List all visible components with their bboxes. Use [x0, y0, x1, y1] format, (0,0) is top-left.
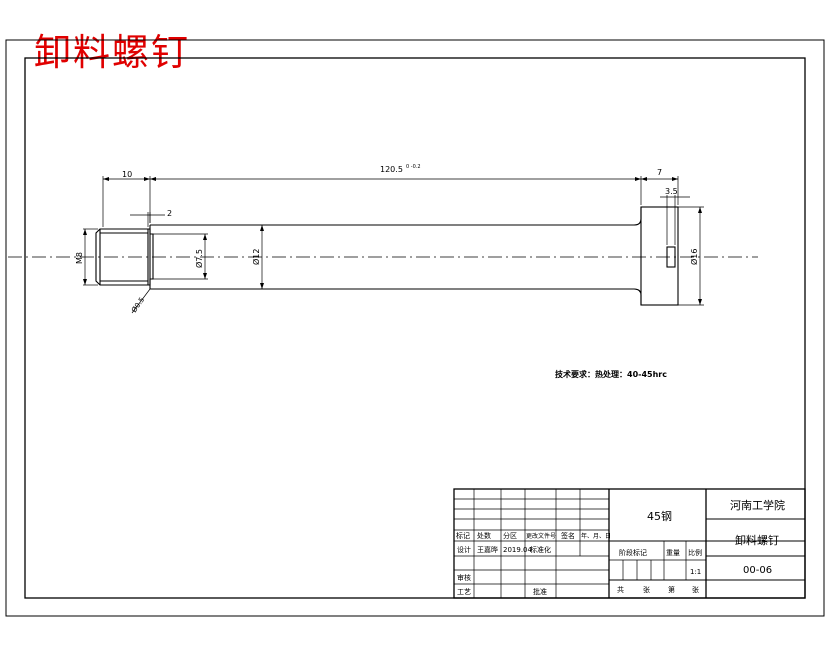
- scale-value: 1:1: [690, 568, 701, 576]
- weight-label: 重量: [666, 549, 680, 557]
- material: 45钢: [647, 510, 672, 523]
- sheets-unit: 张: [643, 585, 650, 594]
- part-name: 卸料螺钉: [735, 533, 779, 547]
- dim-neck-dia: Ø7.5: [194, 249, 204, 268]
- dim-total-tol: 0 -0.2: [406, 164, 421, 170]
- sheet-no: 第: [668, 585, 675, 594]
- dim-head-offset: 10: [122, 170, 132, 179]
- design-date: 2019.04: [503, 546, 532, 554]
- design-label: 设计: [457, 545, 471, 554]
- stage-label: 阶段标记: [619, 548, 647, 557]
- std-label: 标准化: [530, 545, 551, 554]
- dim-total-length: 120.5: [380, 165, 403, 174]
- drawing-code: 00-06: [743, 565, 772, 576]
- rev-h0: 标记: [456, 531, 470, 540]
- dim-shank-dia: Ø12: [251, 249, 261, 265]
- approve-label: 批准: [533, 587, 547, 596]
- dim-chamfer: Ø0.5: [130, 296, 146, 314]
- process-label: 工艺: [457, 588, 471, 596]
- designer: 王嘉晔: [477, 545, 498, 554]
- review-label: 审核: [457, 573, 471, 582]
- rev-h5: 年、月、日: [581, 532, 611, 540]
- rev-h1: 处数: [477, 531, 491, 540]
- outer-frame: [5, 39, 825, 617]
- rev-h4: 签名: [561, 531, 575, 540]
- rev-h2: 分区: [503, 531, 517, 540]
- dim-thread-dia: M8: [75, 252, 84, 264]
- dimension-lines: [83, 176, 704, 314]
- sheet-unit2: 张: [692, 585, 699, 594]
- tech-note: 技术要求：热处理：40-45hrc: [555, 369, 667, 379]
- school: 河南工学院: [730, 498, 785, 512]
- dim-slot-width: 3.5: [665, 187, 678, 196]
- scale-label: 比例: [688, 548, 702, 557]
- rev-h3: 更改文件号: [526, 532, 556, 540]
- dimension-arrows: [83, 177, 702, 305]
- sheets-total: 共: [617, 585, 624, 594]
- title-block: [453, 488, 806, 599]
- screw-part: [95, 206, 679, 306]
- dim-neck-width: 2: [167, 209, 172, 218]
- inner-frame: [24, 57, 806, 599]
- dim-head-dia: Ø16: [689, 249, 699, 265]
- dim-head-height: 7: [657, 168, 662, 177]
